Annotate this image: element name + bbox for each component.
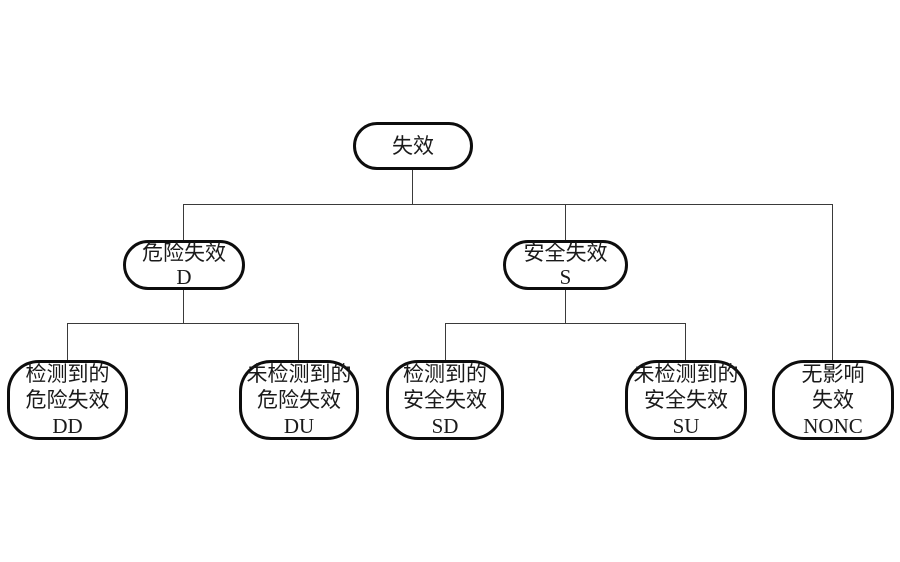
node-failure: 失效	[353, 122, 473, 170]
connector-to-du	[298, 323, 299, 361]
connector-to-sd	[445, 323, 446, 361]
connector-to-no-effect	[832, 204, 833, 361]
node-du-code: DU	[283, 414, 315, 438]
node-sd-code: SD	[431, 414, 459, 438]
node-undetected-dangerous-failure: 未检测到的 危险失效 DU	[239, 360, 359, 440]
node-safe-label: 安全失效	[523, 241, 608, 265]
node-nonc-label-line1: 无影响	[801, 362, 865, 386]
node-dd-code: DD	[52, 414, 83, 438]
node-detected-dangerous-failure: 检测到的 危险失效 DD	[7, 360, 128, 440]
connector-dangerous-stem	[183, 290, 184, 324]
node-su-label-line2: 安全失效	[644, 388, 728, 412]
connector-safe-bus	[445, 323, 686, 324]
node-dd-label-line1: 检测到的	[25, 362, 110, 386]
node-dangerous-failure: 危险失效 D	[123, 240, 245, 290]
node-sd-label-line1: 检测到的	[403, 362, 487, 386]
node-sd-label-line2: 安全失效	[403, 388, 487, 412]
node-safe-code: S	[559, 265, 572, 289]
node-nonc-code: NONC	[803, 414, 863, 438]
connector-to-dangerous	[183, 204, 184, 241]
connector-safe-stem	[565, 290, 566, 324]
node-dd-label-line2: 危险失效	[25, 388, 110, 412]
connector-to-su	[685, 323, 686, 361]
node-du-label-line2: 危险失效	[257, 388, 341, 412]
connector-root-stem	[412, 170, 413, 205]
connector-dangerous-bus	[67, 323, 299, 324]
node-du-label-line1: 未检测到的	[246, 362, 352, 386]
node-nonc-label-line2: 失效	[812, 388, 854, 412]
connector-level1-bus	[183, 204, 833, 205]
node-no-effect-failure: 无影响 失效 NONC	[772, 360, 894, 440]
node-failure-label: 失效	[392, 134, 434, 158]
node-su-label-line1: 未检测到的	[633, 362, 739, 386]
connector-to-dd	[67, 323, 68, 361]
node-su-code: SU	[672, 414, 700, 438]
node-undetected-safe-failure: 未检测到的 安全失效 SU	[625, 360, 747, 440]
connector-to-safe	[565, 204, 566, 241]
node-dangerous-label: 危险失效	[142, 241, 226, 265]
node-safe-failure: 安全失效 S	[503, 240, 628, 290]
node-detected-safe-failure: 检测到的 安全失效 SD	[386, 360, 504, 440]
node-dangerous-code: D	[176, 265, 192, 289]
